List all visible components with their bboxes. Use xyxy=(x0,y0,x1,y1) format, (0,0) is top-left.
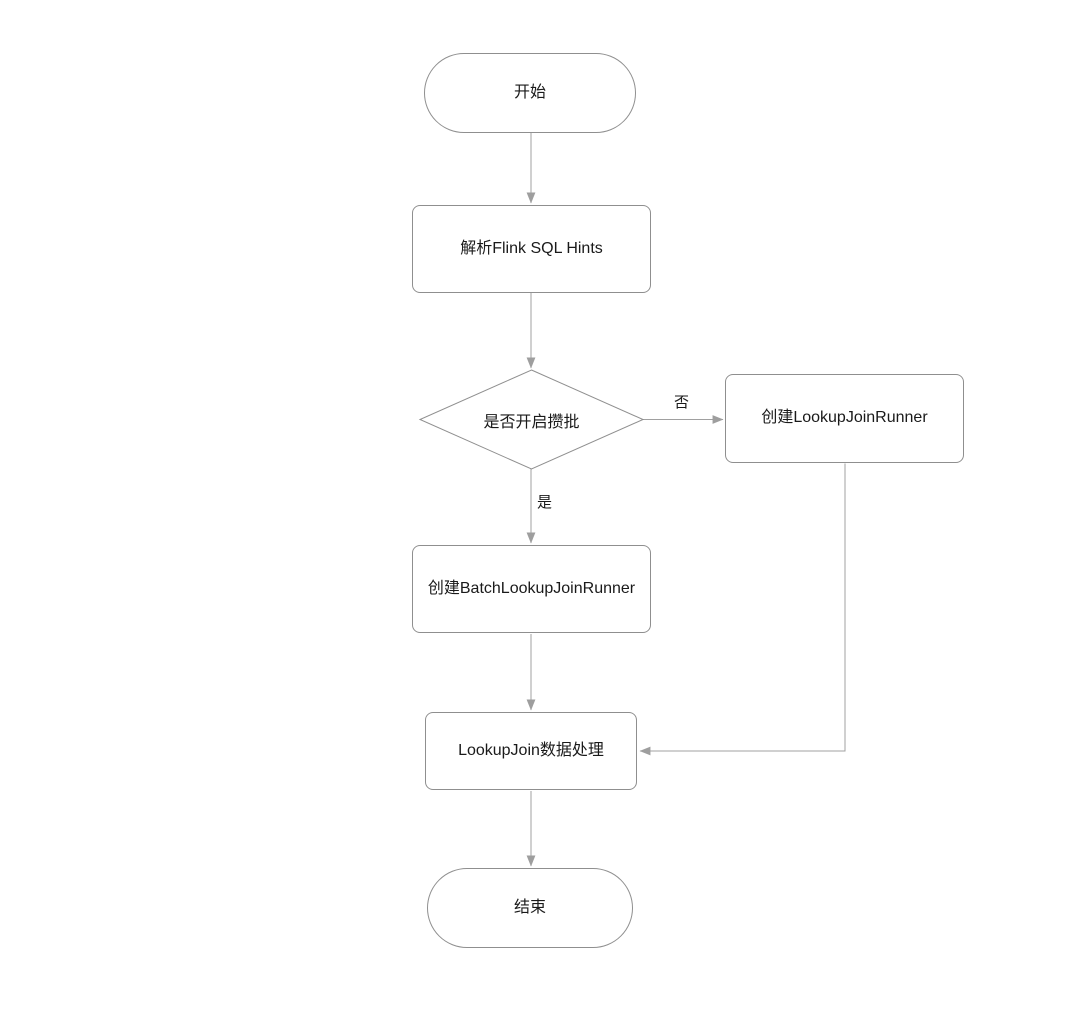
edge-label-yes: 是 xyxy=(534,493,556,512)
node-decision-batching-enabled[interactable]: 是否开启攒批 xyxy=(420,370,643,469)
edge-create-lookup-join-runner-to-processing xyxy=(639,463,846,756)
node-create-lookup-join-runner-label: 创建LookupJoinRunner xyxy=(761,409,928,427)
edge-label-no: 否 xyxy=(671,393,693,412)
node-lookup-join-processing-label: LookupJoin数据处理 xyxy=(458,741,604,759)
node-create-batch-lookup-join-runner[interactable]: 创建BatchLookupJoinRunner xyxy=(412,545,651,633)
node-end-label: 结束 xyxy=(513,898,546,916)
node-start[interactable]: 开始 xyxy=(424,53,636,133)
node-start-label: 开始 xyxy=(513,83,546,101)
node-create-batch-lookup-join-runner-label: 创建BatchLookupJoinRunner xyxy=(427,579,636,597)
node-lookup-join-processing[interactable]: LookupJoin数据处理 xyxy=(425,712,637,790)
node-parse-flink-sql-hints-label: 解析Flink SQL Hints xyxy=(460,239,603,257)
node-parse-flink-sql-hints[interactable]: 解析Flink SQL Hints xyxy=(412,205,651,293)
node-decision-batching-enabled-label: 是否开启攒批 xyxy=(483,413,580,431)
decision-diamond-shape xyxy=(418,369,645,470)
node-end[interactable]: 结束 xyxy=(427,868,633,948)
node-create-lookup-join-runner[interactable]: 创建LookupJoinRunner xyxy=(725,374,964,463)
